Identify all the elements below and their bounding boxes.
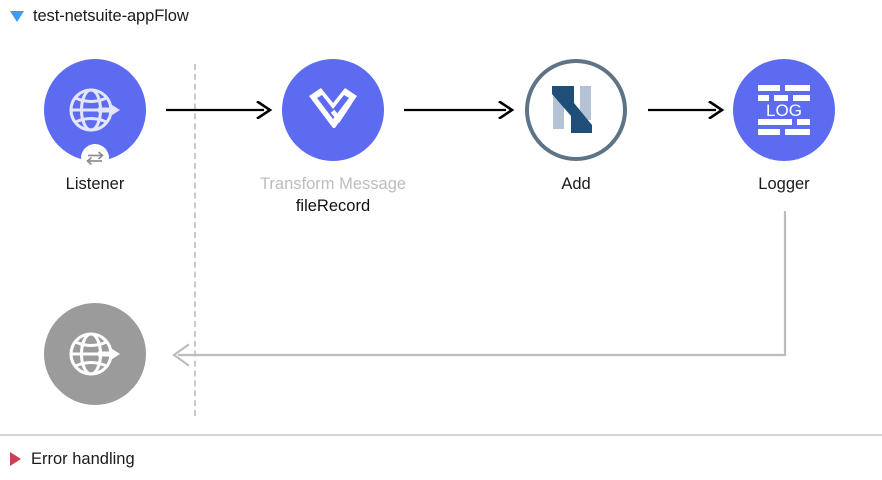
node-label-listener: Listener: [65, 175, 125, 193]
flow-node-error-source[interactable]: [40, 303, 150, 417]
exchange-badge: [81, 144, 109, 172]
globe-arrow-icon: [69, 332, 120, 376]
node-icon-container[interactable]: [44, 303, 146, 405]
footer-divider: [0, 434, 882, 436]
flow-node-add[interactable]: Add: [521, 59, 631, 195]
node-sublabel-transform-message: fileRecord: [295, 197, 371, 216]
log-lines-icon: LOG: [758, 85, 810, 135]
connector-arrow-listener-to-transform: [166, 101, 273, 119]
node-label-logger: Logger: [758, 175, 810, 193]
flow-node-listener[interactable]: Listener: [40, 59, 150, 195]
exchange-icon: [86, 151, 104, 166]
node-icon-container[interactable]: [44, 59, 146, 172]
caret-down-icon[interactable]: [10, 11, 24, 22]
flow-node-transform-message[interactable]: Transform Message fileRecord: [260, 59, 406, 218]
connector-arrow-transform-to-add: [404, 101, 515, 119]
dataweave-icon: [309, 88, 357, 128]
error-handling-section-toggle[interactable]: Error handling: [10, 447, 135, 471]
connector-error-return: [172, 211, 787, 367]
flow-node-logger[interactable]: LOG Logger: [729, 59, 839, 195]
node-icon-container[interactable]: [282, 59, 384, 161]
flow-header[interactable]: test-netsuite-appFlow: [10, 4, 189, 28]
caret-right-icon[interactable]: [10, 452, 21, 466]
log-icon-text: LOG: [766, 101, 802, 120]
netsuite-n-icon: [552, 86, 592, 133]
connector-arrow-add-to-logger: [648, 101, 725, 119]
node-icon-container[interactable]: [525, 59, 627, 161]
node-label-add: Add: [561, 175, 591, 193]
globe-arrow-icon: [69, 88, 120, 132]
node-icon-container[interactable]: LOG: [733, 59, 835, 161]
flow-title: test-netsuite-appFlow: [33, 6, 189, 25]
node-label-transform-message: Transform Message: [259, 175, 407, 193]
error-handling-label: Error handling: [31, 449, 135, 468]
